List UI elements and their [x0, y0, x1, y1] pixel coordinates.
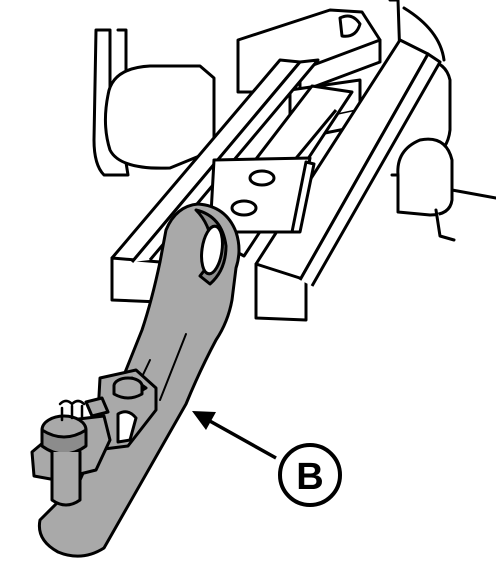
plate-hole-lower [230, 199, 258, 217]
mounting-plate [208, 156, 316, 234]
linkage-arm-b [30, 202, 241, 558]
pivot-hole [200, 224, 224, 276]
plate-hole-upper [248, 169, 276, 187]
callout-circle [278, 443, 342, 507]
callout-arrow-icon [192, 411, 277, 460]
callout-b: B [278, 443, 342, 507]
callout-label: B [296, 456, 323, 498]
